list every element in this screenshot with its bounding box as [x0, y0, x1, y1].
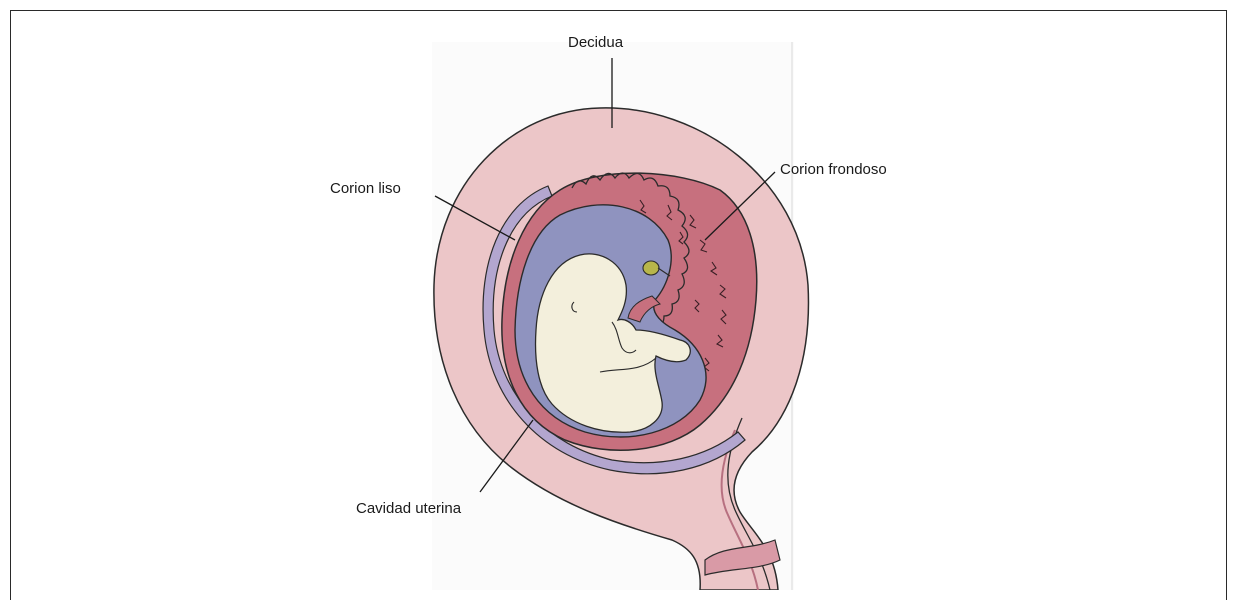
label-decidua: Decidua: [568, 35, 623, 50]
label-cavidad-uterina: Cavidad uterina: [356, 501, 461, 516]
label-corion-liso: Corion liso: [330, 181, 401, 196]
yolk-sac: [643, 261, 659, 275]
label-corion-frondoso: Corion frondoso: [780, 162, 887, 177]
